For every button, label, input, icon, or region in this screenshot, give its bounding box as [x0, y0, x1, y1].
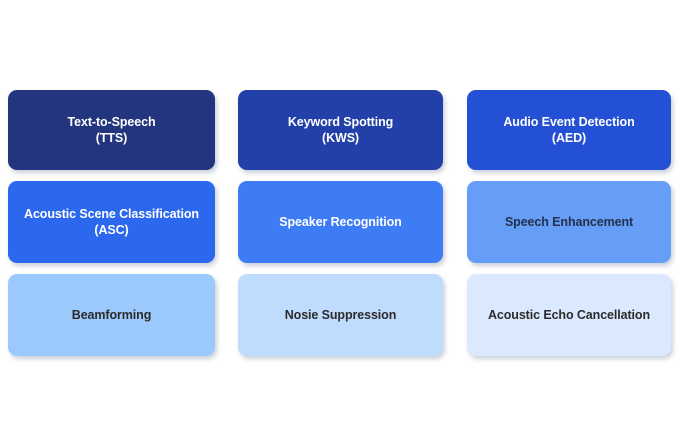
tile-label: Text-to-Speech (TTS) — [67, 114, 156, 146]
tile-label: Audio Event Detection (AED) — [503, 114, 635, 146]
tile-label: Speech Enhancement — [504, 214, 634, 229]
tile-label: Acoustic Echo Cancellation — [487, 307, 651, 322]
tile-text-to-speech[interactable]: Text-to-Speech (TTS) — [8, 90, 215, 170]
tile-acoustic-echo-cancellation[interactable]: Acoustic Echo Cancellation — [467, 274, 671, 356]
tile-label: Nosie Suppression — [284, 307, 397, 322]
tile-acoustic-scene-classification[interactable]: Acoustic Scene Classification (ASC) — [8, 181, 215, 263]
tile-label: Beamforming — [71, 307, 152, 322]
tile-speaker-recognition[interactable]: Speaker Recognition — [238, 181, 443, 263]
tile-keyword-spotting[interactable]: Keyword Spotting (KWS) — [238, 90, 443, 170]
tile-label: Speaker Recognition — [279, 214, 402, 229]
tile-label: Keyword Spotting (KWS) — [287, 114, 394, 146]
tile-noise-suppression[interactable]: Nosie Suppression — [238, 274, 443, 356]
tile-audio-event-detection[interactable]: Audio Event Detection (AED) — [467, 90, 671, 170]
tile-label: Acoustic Scene Classification (ASC) — [24, 206, 199, 238]
tile-speech-enhancement[interactable]: Speech Enhancement — [467, 181, 671, 263]
tile-beamforming[interactable]: Beamforming — [8, 274, 215, 356]
